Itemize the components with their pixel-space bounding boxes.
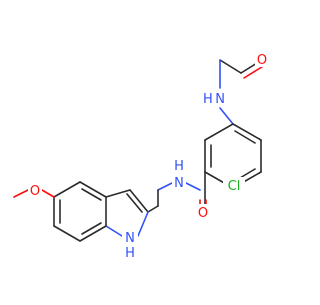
bond-indole-c3-c3a	[105, 189, 131, 198]
bond-ch2-indole	[147, 205, 159, 213]
bond-indole-benz-a	[79, 181, 107, 198]
acetamide-nh-label: H N	[203, 92, 225, 107]
bond-methoxy-ring	[41, 189, 55, 198]
bond-indole-benz-e	[79, 225, 107, 242]
bond-indole-c7a-n	[105, 225, 123, 237]
methoxy-oxygen-label: O	[30, 184, 40, 199]
bond-indole-n-c2	[137, 211, 149, 237]
acetyl-oxygen-label: O	[257, 53, 267, 68]
amide-n-label: N	[174, 176, 184, 191]
bond-indole-benz-d	[53, 225, 81, 242]
bond-indole-c2-c3-inner	[126, 193, 143, 213]
molecule-structure: O H N N H O Cl O N H	[13, 51, 269, 261]
bond-amide-n-ch2	[157, 182, 173, 191]
molecule-canvas: O H N N H O Cl O N H	[13, 51, 269, 261]
indole-n-label: N	[125, 231, 135, 246]
bond-indole-c2-c3	[129, 189, 149, 213]
bond-nh-ring	[219, 107, 234, 125]
amide-h-label: H	[174, 159, 184, 174]
bond-methoxy-methyl	[13, 189, 29, 198]
bond-ring1-a	[232, 123, 262, 141]
bond-indole-benz-b	[53, 181, 81, 198]
bond-indole-benz-inner-3	[81, 222, 102, 235]
bond-acetyl-methyl	[219, 59, 242, 74]
bond-ring1-inner-1	[234, 130, 256, 144]
bond-indole-benz-inner-1	[81, 188, 102, 201]
bond-amide-cn	[185, 182, 201, 191]
bond-ring1-f	[204, 123, 234, 141]
bond-acetyl-carbonyl-b	[243, 64, 266, 79]
chlorine-label: Cl	[228, 179, 241, 194]
amide-oxygen-label: O	[198, 206, 208, 221]
indole-h-label: H	[125, 246, 135, 261]
